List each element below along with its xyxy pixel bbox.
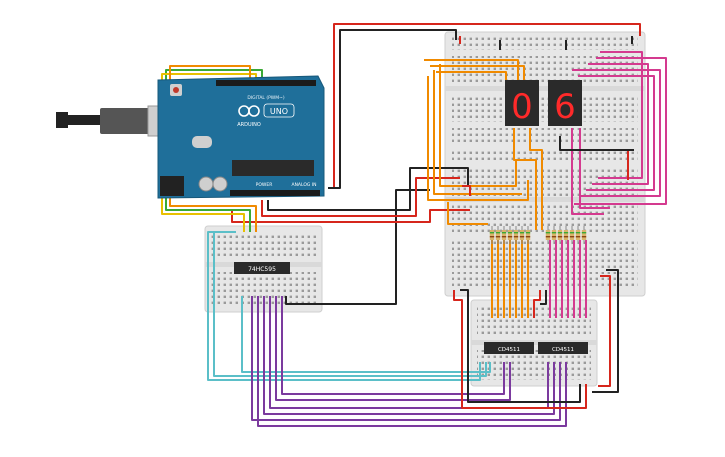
resistor	[519, 230, 525, 240]
analog-header-label: ANALOG IN	[291, 182, 316, 188]
chip-cd4511-left-label: CD4511	[498, 347, 520, 353]
seven-segment-display-right: 6	[548, 80, 582, 127]
arduino-logo-icon	[238, 105, 260, 117]
chip-74hc595: 74HC595	[234, 262, 290, 274]
resistor	[545, 230, 551, 240]
capacitor-icon	[212, 176, 228, 192]
crystal-icon	[192, 136, 212, 148]
atmega-chip	[232, 160, 314, 176]
arduino-model: UNO	[270, 107, 288, 116]
wires	[161, 23, 667, 427]
chip-cd4511-right: CD4511	[538, 342, 588, 354]
resistor	[495, 230, 501, 240]
display-digit-right: 6	[554, 87, 576, 127]
resistors	[489, 226, 587, 244]
resistor	[513, 230, 519, 240]
seven-segment-display-left: 0	[505, 80, 539, 127]
arduino-brand: ARDUINO	[237, 122, 261, 128]
resistor	[507, 230, 513, 240]
resistor	[569, 230, 575, 240]
capacitor-icon	[198, 176, 214, 192]
digital-header-label: DIGITAL (PWM~)	[247, 95, 285, 101]
resistor	[501, 230, 507, 240]
resistor	[563, 230, 569, 240]
resistor	[575, 230, 581, 240]
chip-cd4511-right-label: CD4511	[552, 347, 574, 353]
usb-connector-icon	[100, 108, 158, 134]
power-jack-icon	[160, 176, 184, 196]
chip-74hc595-label: 74HC595	[248, 266, 276, 273]
arduino-board: DIGITAL (PWM~) ARDUINO UNO POWER ANALOG …	[56, 75, 325, 199]
resistor	[525, 230, 531, 240]
resistor	[581, 230, 587, 240]
power-header-label: POWER	[256, 182, 273, 188]
usb-plug-icon	[56, 112, 68, 128]
power-analog-header	[230, 190, 320, 196]
resistor	[557, 230, 563, 240]
resistor	[489, 230, 495, 240]
display-digit-left: 0	[511, 87, 533, 127]
resistor	[551, 230, 557, 240]
digital-header	[216, 80, 316, 86]
main-breadboard	[444, 31, 646, 297]
chip-cd4511-left: CD4511	[484, 342, 534, 354]
